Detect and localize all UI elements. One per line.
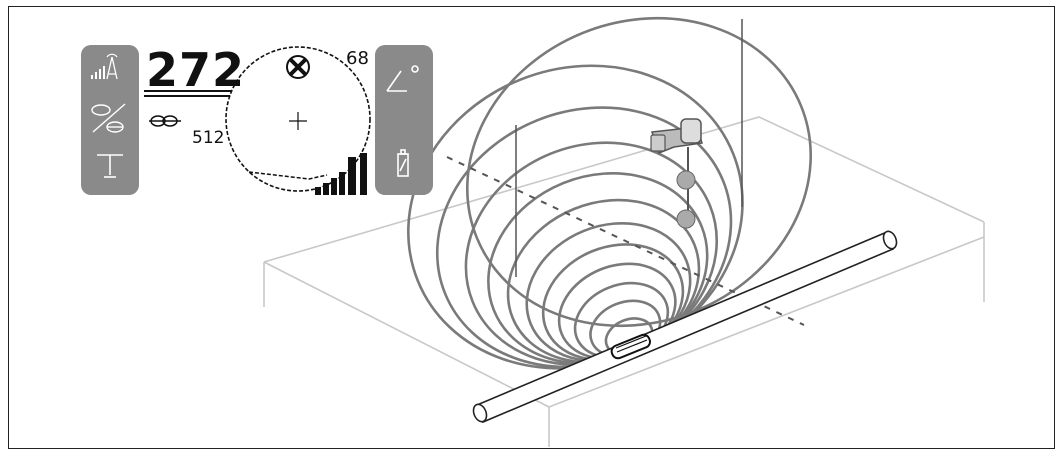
frequency-icon: [149, 115, 181, 127]
display-right-panel: [375, 45, 433, 195]
pipe: [472, 230, 898, 424]
display-center: [144, 46, 371, 195]
depth-reading: 272: [146, 43, 246, 97]
locator-scene: [81, 16, 985, 447]
sonde-frequency-icon: [91, 103, 126, 133]
field-loop-outer: [465, 16, 813, 328]
frequency-reading: 512: [192, 128, 225, 148]
locator-receiver: [650, 118, 703, 229]
signal-strength-bars: [315, 153, 367, 195]
guide-lines: [515, 19, 743, 277]
diagram-frame: 272 512 68: [8, 6, 1055, 449]
crosshair-icon: [289, 112, 307, 130]
signal-strength-reading: 68: [346, 48, 369, 69]
signal-trace: [248, 171, 328, 180]
signal-antenna-icon: [91, 53, 118, 80]
sonde: [610, 333, 651, 360]
display-left-panel: [81, 45, 139, 195]
locate-target-icon: [286, 55, 310, 79]
ground-box: [263, 116, 985, 447]
angle-degree-icon: [386, 65, 419, 92]
battery-icon: [397, 149, 409, 177]
depth-ground-icon: [97, 154, 123, 178]
